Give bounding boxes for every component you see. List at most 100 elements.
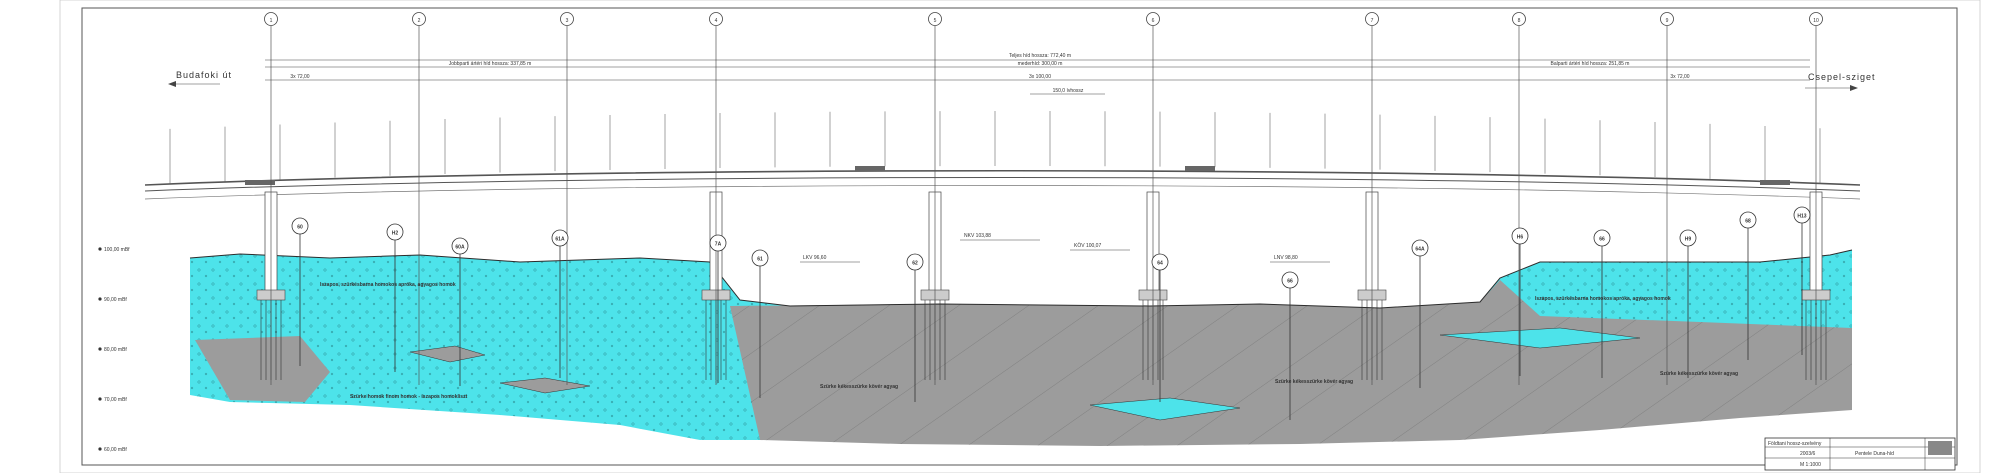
level-label: 70,00 mBf: [104, 397, 127, 403]
deck-segment: [245, 180, 275, 185]
borehole-id: H6: [1517, 235, 1524, 241]
borehole-id: 66: [1599, 237, 1605, 243]
pier-axis-marker: [412, 12, 426, 26]
water-level-label: LKV 96,60: [803, 255, 827, 261]
dimension-lines: [170, 59, 1855, 95]
outer-frame: [59, 0, 1981, 473]
bridge-deck-lower: [144, 177, 1861, 192]
soil-label: Szürke kékesszürke kövér agyag: [1660, 371, 1738, 377]
dim-left-sub: 3x 72,00: [290, 74, 309, 80]
pier-axis-marker: [1146, 12, 1160, 26]
pier-number: 8: [1518, 18, 1521, 24]
soil-label: Szürke homok finom homok - iszapos homok…: [350, 394, 468, 400]
borehole-marker: [1593, 229, 1611, 247]
deck-segment: [855, 166, 885, 171]
clay-wedge-left: [195, 336, 330, 402]
pier-number: 1: [270, 18, 273, 24]
borehole-marker: [451, 237, 469, 255]
dim-arch: 150,0 ívhossz: [1053, 88, 1084, 94]
arrow-right-icon: [1850, 85, 1858, 91]
borehole-id: 60: [297, 225, 303, 231]
right-bank-label: Csepel-sziget: [1808, 72, 1876, 82]
borehole-id: 62: [912, 261, 918, 267]
borehole-marker: [551, 229, 569, 247]
borehole-id: 68: [1745, 219, 1751, 225]
pier-number: 10: [1813, 18, 1819, 24]
title-block: Földtani hossz-szelvény Pentele Duna-híd…: [1764, 437, 1956, 471]
clay-lens-center: [1089, 397, 1241, 421]
arrow-left-icon: [168, 81, 176, 87]
pier-axis-marker: [1365, 12, 1379, 26]
pier-axis-marker: [1512, 12, 1526, 26]
borehole-marker: [751, 249, 769, 267]
deck-segment: [1760, 180, 1790, 185]
borehole-id: 64: [1157, 261, 1163, 267]
level-label: 60,00 mBf: [104, 447, 127, 453]
level-label: 100,00 mBf: [104, 247, 130, 253]
borehole-marker: [1679, 229, 1697, 247]
pier-axis-marker: [709, 12, 723, 26]
borehole-marker: [1281, 271, 1299, 289]
borehole-marker: [1151, 253, 1169, 271]
soil-label: Szürke kékesszürke kövér agyag: [1275, 379, 1353, 385]
borehole-marker: [1793, 206, 1811, 224]
borehole-id: H2: [392, 231, 399, 237]
dim-total: Teljes híd hossza: 772,40 m: [1009, 53, 1071, 59]
borehole-id: 61: [757, 257, 763, 263]
water-level-label: LNV 98,80: [1274, 255, 1298, 261]
borehole-marker: [386, 223, 404, 241]
borehole-id: 64A: [1415, 247, 1425, 253]
borehole-id: H13: [1797, 214, 1806, 220]
deck-segment: [1185, 166, 1215, 171]
dim-right-sub: 3x 72,00: [1670, 74, 1689, 80]
pier-number: 4: [715, 18, 718, 24]
soil-label: Iszapos, szürkésbarna homokos apróka, ag…: [1535, 296, 1671, 302]
pier-axis-marker: [560, 12, 574, 26]
borehole-marker: [709, 234, 727, 252]
bridge-deck-upper: [144, 169, 1861, 186]
title-project: Pentele Duna-híd: [1855, 451, 1894, 457]
pier-number: 6: [1152, 18, 1155, 24]
water-levels: [800, 239, 1330, 263]
dim-main-sub: 3x 100,00: [1029, 74, 1051, 80]
borehole-id: 61A: [555, 237, 565, 243]
borehole-marker: [1739, 211, 1757, 229]
bridge-underside: [144, 185, 1861, 200]
company-logo: [1928, 441, 1952, 455]
borehole-id: H9: [1685, 237, 1692, 243]
elevation-scale: 100,00 mBf 90,00 mBf 80,00 mBf 70,00 mBf…: [98, 247, 130, 453]
level-label: 90,00 mBf: [104, 297, 127, 303]
title-scale: M 1:1000: [1800, 462, 1821, 468]
title-number: 2003/6: [1800, 451, 1816, 457]
dim-main-span: mederhíd: 300,00 m: [1018, 61, 1063, 67]
borehole-marker: [1411, 239, 1429, 257]
dim-left-span: Jobbparti ártéri híd hossza: 337,85 m: [449, 61, 532, 67]
pier-axis-marker: [928, 12, 942, 26]
dim-right-span: Balparti ártéri híd hossza: 251,85 m: [1551, 61, 1630, 67]
surface-line: [189, 249, 1853, 309]
borehole-id: 66: [1287, 279, 1293, 285]
lamp-posts: [169, 111, 1821, 184]
left-bank-label: Budafoki út: [176, 70, 232, 80]
level-label: 80,00 mBf: [104, 347, 127, 353]
borehole-marker: [906, 253, 924, 271]
pier-number: 7: [1371, 18, 1374, 24]
pier-number: 2: [418, 18, 421, 24]
pier-number: 5: [934, 18, 937, 24]
title-drawing: Földtani hossz-szelvény: [1768, 441, 1822, 447]
pier-axis-marker: [1660, 12, 1674, 26]
pier-axis-marker: [264, 12, 278, 26]
sand-lens-left2: [499, 377, 591, 394]
borehole-id: 60A: [455, 245, 465, 251]
sand-lens-left: [409, 345, 486, 363]
soil-label: Szürke kékesszürke kövér agyag: [820, 384, 898, 390]
water-level-label: KÖV 100,07: [1074, 242, 1101, 249]
pier-number: 9: [1666, 18, 1669, 24]
pier-axis-marker: [1809, 12, 1823, 26]
borehole-marker: [291, 217, 309, 235]
water-level-label: NKV 103,88: [964, 233, 991, 239]
